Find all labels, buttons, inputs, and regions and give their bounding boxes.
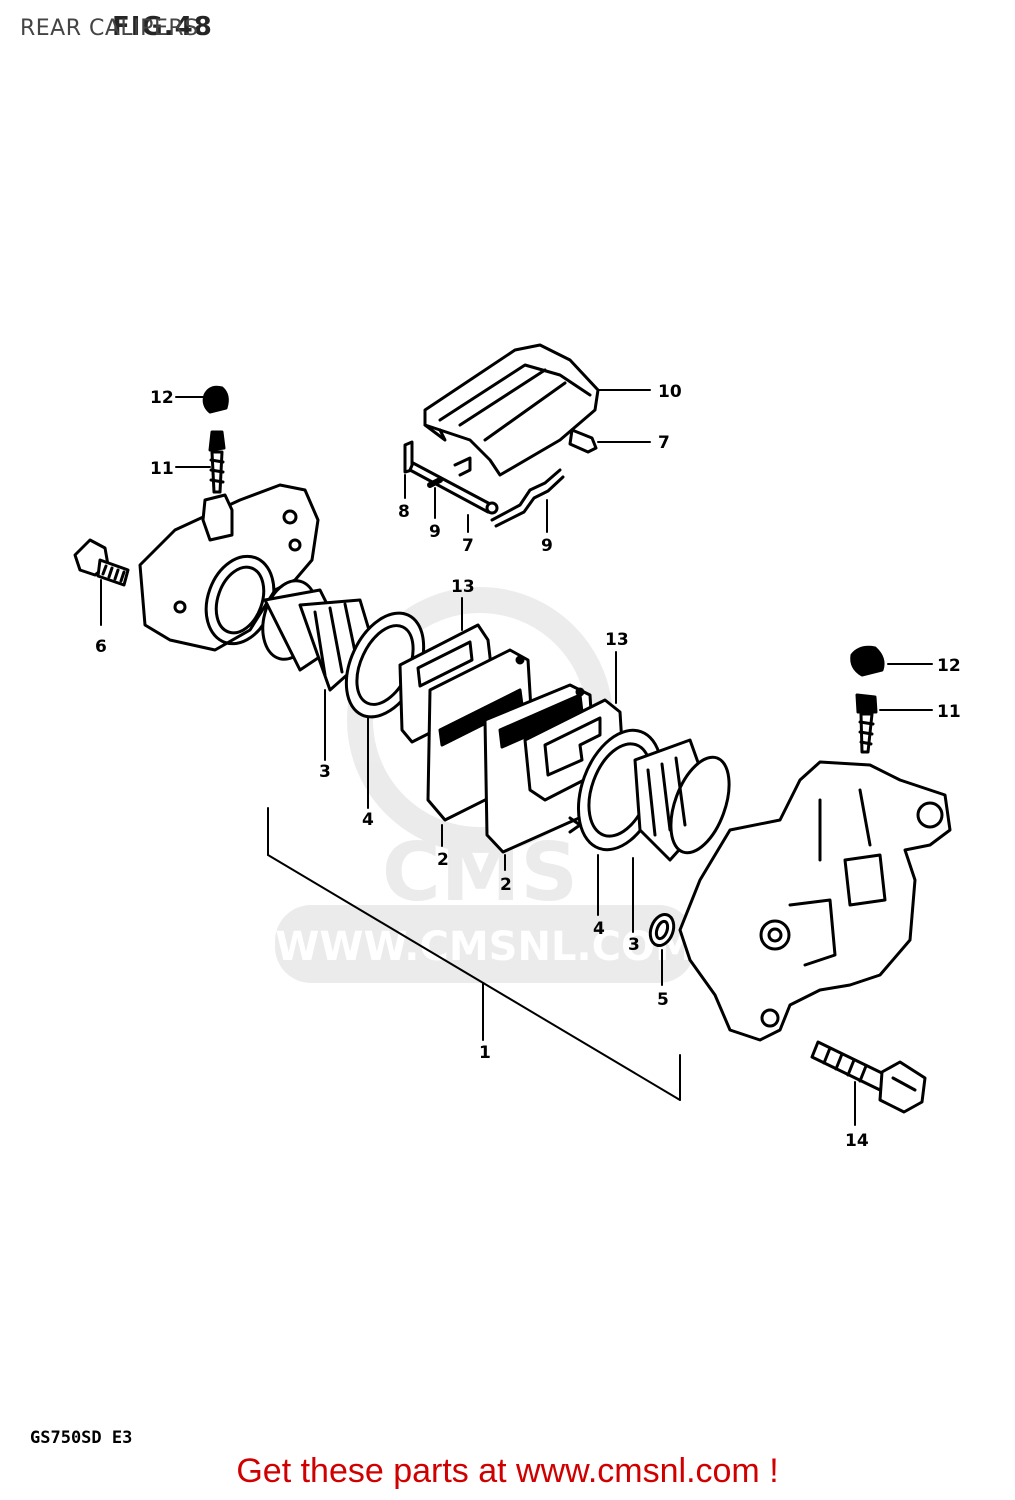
callout-1: 1 — [479, 1043, 491, 1063]
pad-cover-10 — [423, 343, 600, 477]
bleeder-valve-11-upper — [208, 430, 226, 494]
page-title: REAR CALIPERS — [20, 16, 199, 41]
figure-reference: FIG.48 — [112, 12, 213, 42]
callout-5: 5 — [657, 990, 669, 1010]
bolt-6 — [73, 538, 130, 587]
watermark-banner — [275, 905, 695, 983]
callout-7: 7 — [462, 536, 474, 556]
callout-3: 3 — [319, 762, 331, 782]
washer-5 — [648, 913, 676, 947]
callout-3: 3 — [628, 935, 640, 955]
callout-12: 12 — [150, 388, 174, 408]
model-code: GS750SD E3 — [30, 1428, 133, 1448]
left-caliper-body — [138, 483, 320, 652]
bleeder-valve-11-right — [855, 693, 878, 754]
callout-11: 11 — [937, 702, 961, 722]
callout-2: 2 — [500, 875, 512, 895]
pad-pin-7-lower — [408, 461, 499, 515]
callout-4: 4 — [593, 919, 605, 939]
callout-labels: 12 11 6 10 7 8 9 7 9 13 13 3 4 2 2 12 11… — [95, 382, 961, 1151]
callout-9: 9 — [541, 536, 553, 556]
pad-pin-7-upper — [568, 428, 598, 454]
watermark-url: WWW.CMSNL.COM — [275, 924, 695, 970]
callout-9: 9 — [429, 522, 441, 542]
callout-13: 13 — [605, 630, 629, 650]
piston-boot-4-left — [298, 598, 426, 719]
callout-13: 13 — [451, 577, 475, 597]
shop-link[interactable]: Get these parts at www.cmsnl.com ! — [236, 1452, 779, 1490]
watermark-logo-text: CMS — [382, 826, 578, 919]
watermark: CMS WWW.CMSNL.COM — [275, 587, 695, 983]
bleeder-cap-12-upper — [202, 385, 229, 414]
callout-14: 14 — [845, 1131, 869, 1151]
right-caliper-body — [678, 760, 952, 1042]
piston-3-right — [633, 738, 731, 862]
leader-lines — [100, 389, 933, 1126]
bleeder-cap-12-right — [850, 645, 885, 677]
pad-spring-clip-9-right — [490, 468, 565, 528]
callout-4: 4 — [362, 810, 374, 830]
callout-7: 7 — [658, 433, 670, 453]
footer-banner: Get these parts at www.cmsnl.com ! — [0, 1452, 1015, 1491]
callout-12: 12 — [937, 656, 961, 676]
callout-6: 6 — [95, 637, 107, 657]
bolt-14 — [810, 1040, 927, 1114]
pad-spring-clip-9-left — [427, 456, 472, 488]
callout-10: 10 — [658, 382, 682, 402]
callout-2: 2 — [437, 850, 449, 870]
callout-8: 8 — [398, 502, 410, 522]
callout-11: 11 — [150, 459, 174, 479]
